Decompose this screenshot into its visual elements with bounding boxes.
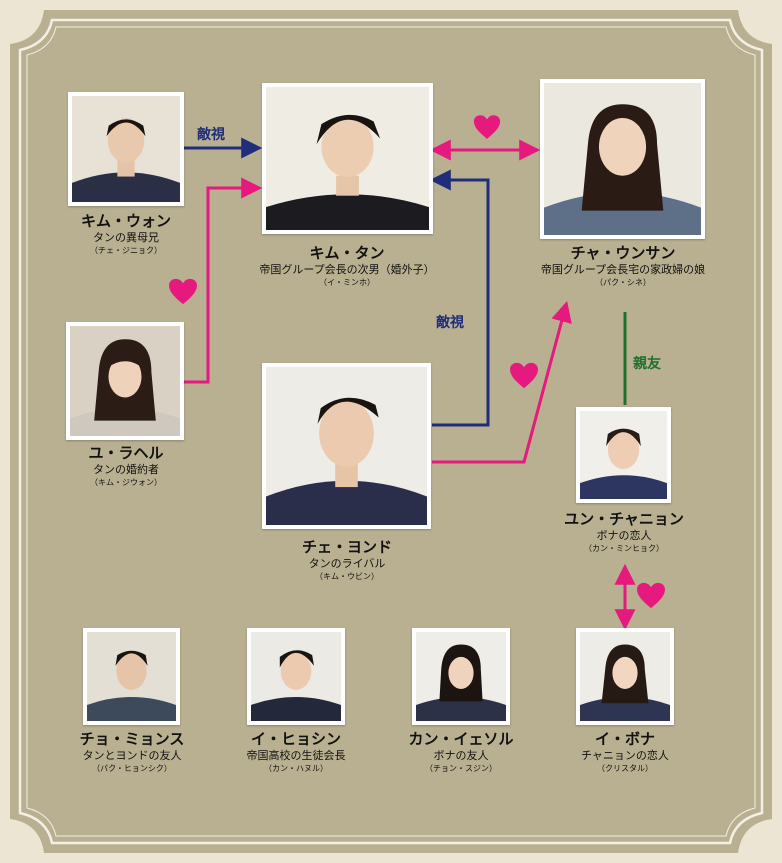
- portrait-cha-eunsang: [540, 79, 705, 239]
- character-name: チョ・ミョンス: [79, 730, 185, 748]
- heart-icon: [473, 115, 501, 139]
- caption-cha-eunsang: チャ・ウンサン 帝国グループ会長宅の家政婦の娘 （パク・シネ）: [492, 244, 754, 288]
- character-actor: （クリスタル）: [597, 764, 653, 773]
- portrait-lee-hyoshin: [247, 628, 345, 725]
- portrait-choi-youngdo: [262, 363, 431, 529]
- character-name: キム・タン: [309, 244, 385, 262]
- heart-icon: [637, 582, 665, 609]
- character-actor: （イ・ミンホ）: [319, 278, 375, 287]
- character-name: ユン・チャニョン: [564, 510, 684, 528]
- heart-icon: [510, 362, 538, 389]
- portrait-kim-tan: [262, 83, 433, 234]
- character-name: イ・ヒョシン: [250, 730, 341, 748]
- character-role: タンのライバル: [308, 557, 386, 570]
- portrait-yoo-rachel: [66, 322, 184, 440]
- character-role: チャニョンの恋人: [581, 749, 669, 762]
- character-role: タンの婚約者: [93, 463, 159, 476]
- character-role: ボナの友人: [433, 749, 489, 762]
- portrait-lee-bona: [576, 628, 674, 725]
- caption-yoon-chanyoung: ユン・チャニョン ボナの恋人 （カン・ミンヒョク）: [538, 510, 710, 554]
- caption-yoo-rachel: ユ・ラヘル タンの婚約者 （キム・ジウォン）: [40, 444, 212, 488]
- caption-choi-youngdo: チェ・ヨンド タンのライバル （キム・ウビン）: [232, 538, 462, 582]
- relation-label-youngdo-tan: 敵視: [436, 315, 464, 331]
- heart-icon: [169, 278, 197, 305]
- character-actor: （キム・ウビン）: [315, 572, 379, 581]
- character-actor: （カン・ミンヒョク）: [584, 544, 664, 553]
- character-name: イ・ボナ: [594, 730, 655, 748]
- relation-label-won-tan: 敵視: [197, 127, 225, 143]
- character-actor: （パク・シネ）: [595, 278, 651, 287]
- character-actor: （チェ・ジニョク）: [90, 246, 162, 255]
- character-name: チェ・ヨンド: [301, 538, 392, 556]
- character-name: チャ・ウンサン: [570, 244, 676, 262]
- caption-kang-yeseul: カン・イェソル ボナの友人 （チョン・スジン）: [379, 730, 543, 774]
- character-actor: （カン・ハヌル）: [264, 764, 328, 773]
- portrait-jo-myungsoo: [83, 628, 180, 725]
- rival-line-youngdo-tan: [429, 169, 490, 427]
- character-actor: （パク・ヒョンシク）: [92, 764, 172, 773]
- love-line-rachel-tan: [184, 177, 263, 384]
- character-role: 帝国グループ会長の次男（婚外子）: [259, 263, 435, 276]
- relation-label-eunsang-chanyoung: 親友: [633, 356, 661, 372]
- portrait-kang-yeseul: [412, 628, 510, 725]
- caption-lee-hyoshin: イ・ヒョシン 帝国高校の生徒会長 （カン・ハヌル）: [214, 730, 378, 774]
- love-line-youngdo-eunsang: [432, 300, 572, 464]
- character-actor: （キム・ジウォン）: [90, 478, 162, 487]
- caption-kim-tan: キム・タン 帝国グループ会長の次男（婚外子） （イ・ミンホ）: [232, 244, 462, 288]
- character-role: タンとヨンドの友人: [82, 749, 182, 762]
- character-name: カン・イェソル: [408, 730, 514, 748]
- character-name: キム・ウォン: [80, 212, 171, 230]
- caption-jo-myungsoo: チョ・ミョンス タンとヨンドの友人 （パク・ヒョンシク）: [50, 730, 214, 774]
- caption-lee-bona: イ・ボナ チャニョンの恋人 （クリスタル）: [543, 730, 707, 774]
- character-role: ボナの恋人: [596, 529, 652, 542]
- character-name: ユ・ラヘル: [88, 444, 164, 462]
- caption-kim-won: キム・ウォン タンの異母兄 （チェ・ジニョク）: [40, 212, 212, 256]
- portrait-yoon-chanyoung: [576, 407, 671, 503]
- character-role: 帝国グループ会長宅の家政婦の娘: [540, 263, 706, 276]
- character-actor: （チョン・スジン）: [425, 764, 497, 773]
- portrait-kim-won: [68, 92, 184, 206]
- character-role: タンの異母兄: [93, 231, 159, 244]
- character-role: 帝国高校の生徒会長: [246, 749, 346, 762]
